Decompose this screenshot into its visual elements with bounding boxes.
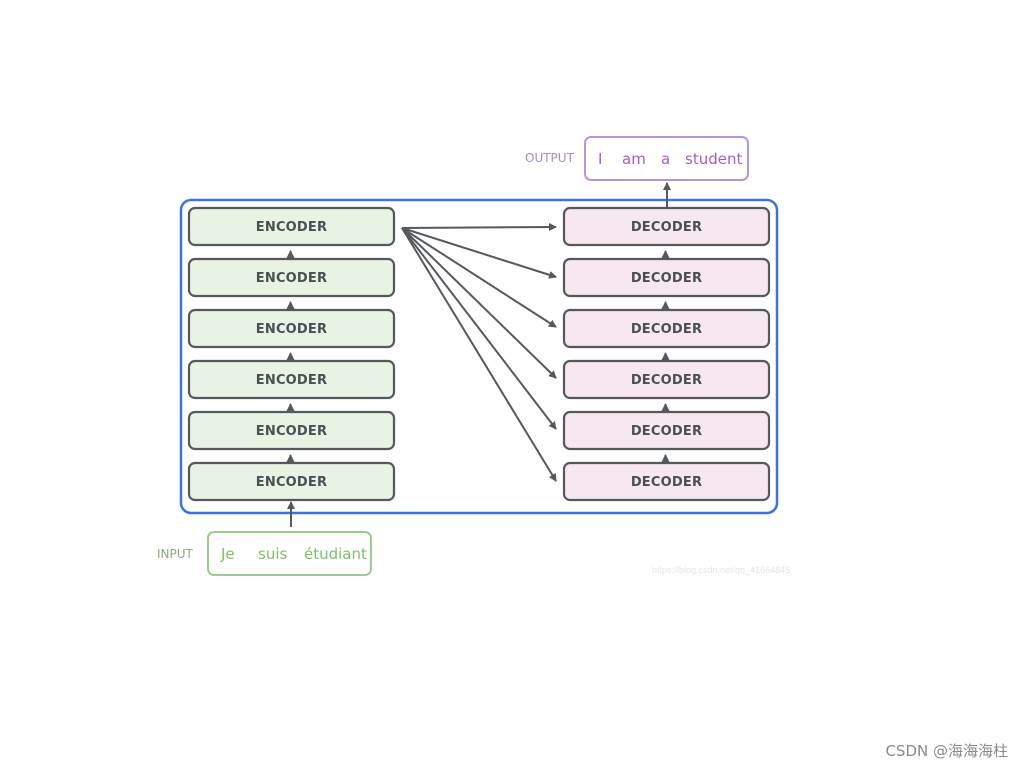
encoder-label: ENCODER bbox=[256, 424, 327, 439]
output-label: OUTPUT bbox=[525, 151, 575, 165]
decoder-label: DECODER bbox=[631, 373, 702, 388]
decoder-label: DECODER bbox=[631, 475, 702, 490]
decoder-box bbox=[562, 461, 771, 502]
input-token: Je bbox=[220, 545, 235, 563]
decoder-block: DECODER bbox=[562, 359, 771, 400]
input-label: INPUT bbox=[157, 547, 194, 561]
input-box bbox=[207, 531, 372, 576]
output-token: am bbox=[622, 150, 646, 168]
decoder-block: DECODER bbox=[562, 461, 771, 502]
encoder-block: ENCODER bbox=[187, 257, 396, 298]
encoder-box bbox=[187, 257, 396, 298]
decoder-label: DECODER bbox=[631, 424, 702, 439]
encoder-block: ENCODER bbox=[187, 359, 396, 400]
encoder-box bbox=[187, 461, 396, 502]
encoder-box bbox=[187, 206, 396, 247]
decoder-box bbox=[562, 257, 771, 298]
cross-attention-arrow bbox=[401, 227, 557, 430]
decoder-box bbox=[562, 308, 771, 349]
cross-attention-arrow bbox=[401, 223, 557, 232]
decoder-stack: DECODER DECODER DECODER DECODER DECODER DECOD… bbox=[562, 206, 771, 502]
cross-attention-arrow bbox=[401, 227, 557, 379]
decoder-label: DECODER bbox=[631, 220, 702, 235]
output-box bbox=[584, 136, 749, 181]
encoder-to-decoder-arrows bbox=[401, 223, 557, 482]
encoder-block: ENCODER bbox=[187, 206, 396, 247]
output-token: a bbox=[661, 150, 670, 168]
encoder-block: ENCODER bbox=[187, 308, 396, 349]
credit-text: CSDN @海海海柱 bbox=[885, 742, 1008, 760]
encoder-label: ENCODER bbox=[256, 271, 327, 286]
decoder-box bbox=[562, 410, 771, 451]
transformer-stack-frame bbox=[179, 198, 779, 515]
input-token: étudiant bbox=[304, 545, 367, 563]
encoder-label: ENCODER bbox=[256, 322, 327, 337]
decoder-box bbox=[562, 359, 771, 400]
encoder-box bbox=[187, 308, 396, 349]
decoder-block: DECODER bbox=[562, 206, 771, 247]
output-token: I bbox=[598, 150, 602, 168]
encoder-box bbox=[187, 410, 396, 451]
encoder-box bbox=[187, 359, 396, 400]
encoder-label: ENCODER bbox=[256, 220, 327, 235]
encoder-label: ENCODER bbox=[256, 373, 327, 388]
cross-attention-arrow bbox=[401, 227, 557, 328]
output-token: student bbox=[685, 150, 742, 168]
encoder-stack: ENCODER ENCODER ENCODER ENCODER ENCODER ENCOD… bbox=[187, 206, 396, 502]
input-token: suis bbox=[258, 545, 287, 563]
watermark-url: https://blog.csdn.net/qq_41664845 bbox=[652, 565, 790, 575]
encoder-block: ENCODER bbox=[187, 461, 396, 502]
decoder-label: DECODER bbox=[631, 271, 702, 286]
encoder-label: ENCODER bbox=[256, 475, 327, 490]
decoder-block: DECODER bbox=[562, 308, 771, 349]
cross-attention-arrow bbox=[401, 227, 557, 279]
cross-attention-arrow bbox=[401, 227, 557, 482]
decoder-label: DECODER bbox=[631, 322, 702, 337]
decoder-block: DECODER bbox=[562, 410, 771, 451]
encoder-block: ENCODER bbox=[187, 410, 396, 451]
decoder-block: DECODER bbox=[562, 257, 771, 298]
